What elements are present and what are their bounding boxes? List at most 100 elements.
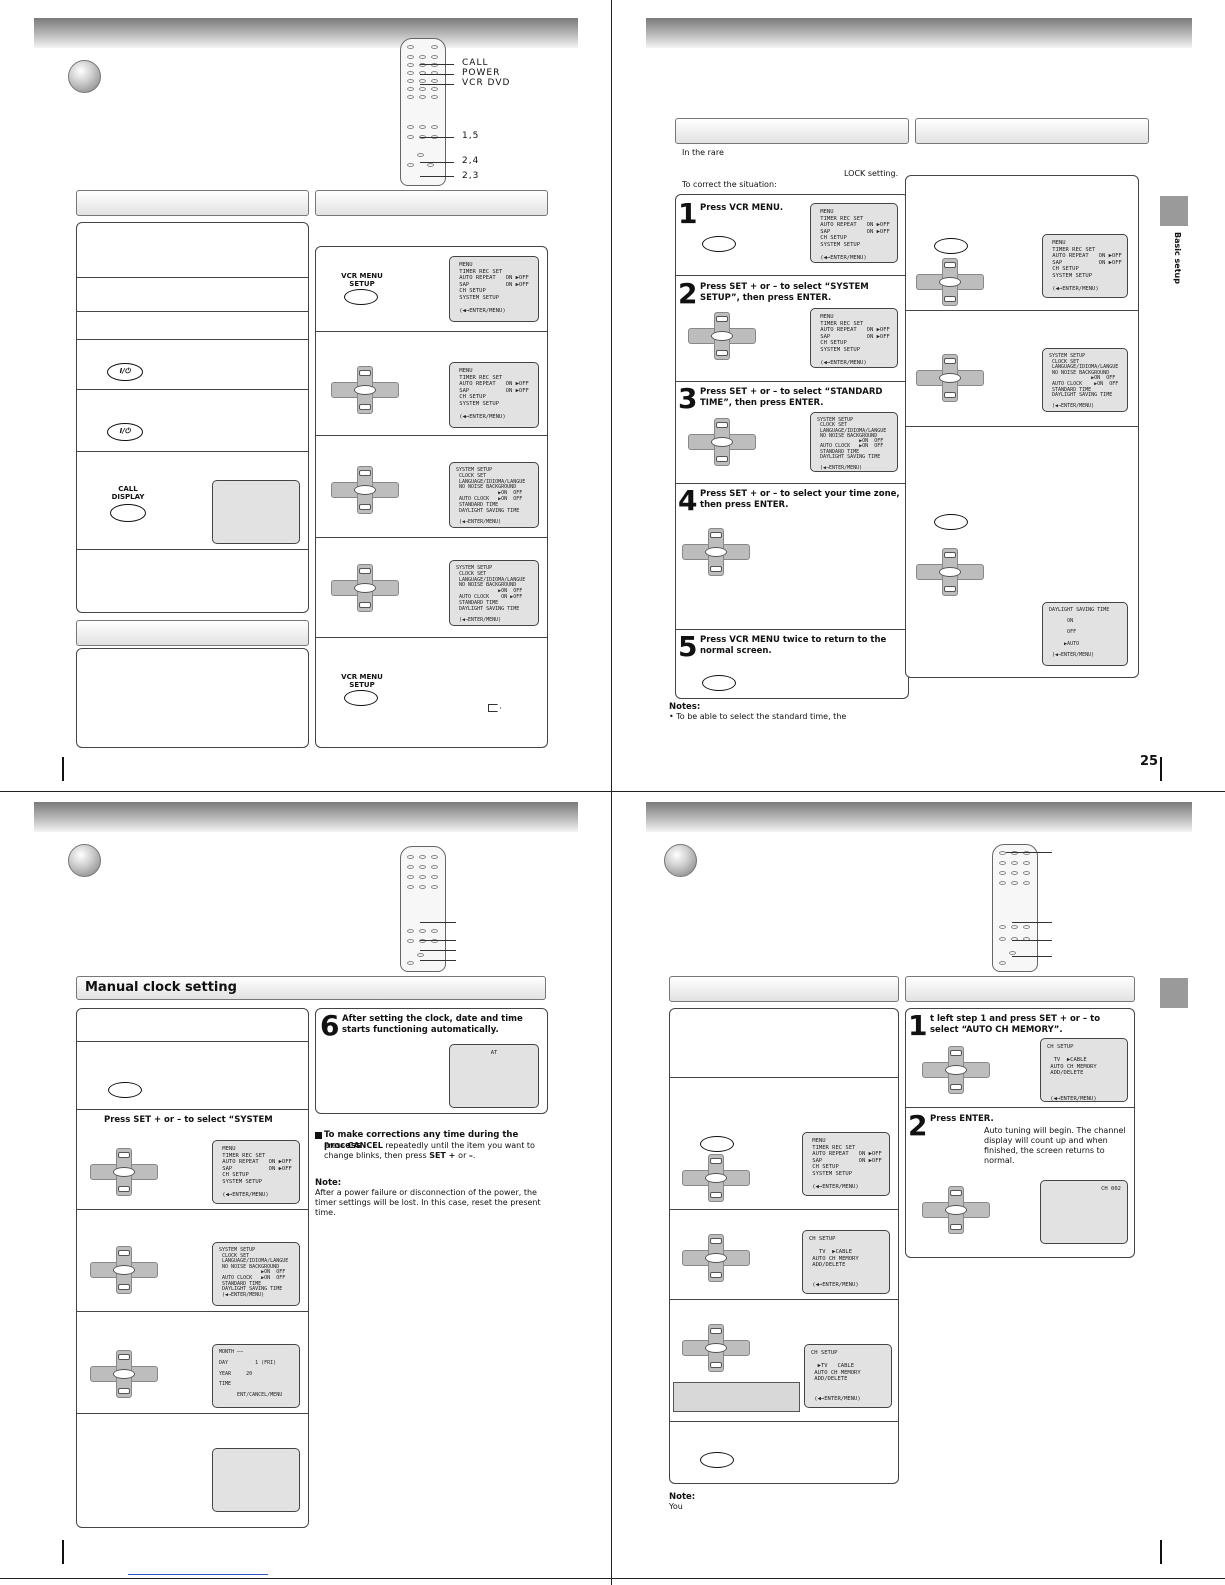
quadrant-top-left: CALL POWER VCR DVD 1,5 2,4 2,3 I/⏻ I/⏻ C… — [0, 0, 611, 791]
step-text: Auto tuning will begin. The channel disp… — [984, 1126, 1126, 1165]
callout-line — [1012, 956, 1052, 957]
section-bullet-icon — [68, 60, 101, 93]
osd-system-r2: SYSTEM SETUP CLOCK SET LANGUAGE/IDIOMA/L… — [1042, 348, 1128, 412]
page-marker — [1160, 1540, 1162, 1564]
dpad-icon[interactable] — [922, 1046, 990, 1094]
callout-line — [420, 84, 454, 85]
osd-menu: MENU TIMER REC SET AUTO REPEAT ON ▶OFF S… — [802, 1132, 890, 1196]
button-icon[interactable] — [700, 1136, 734, 1152]
callout-line — [1012, 922, 1052, 923]
dpad-icon[interactable] — [916, 548, 984, 596]
callout-line — [420, 176, 454, 177]
corrections-text: Press CANCEL repeatedly until the item y… — [324, 1141, 535, 1160]
osd-ch-number: CH 002 — [1040, 1180, 1128, 1244]
quadrant-bottom-right: MENU TIMER REC SET AUTO REPEAT ON ▶OFF S… — [612, 792, 1225, 1578]
dpad-icon[interactable] — [90, 1246, 158, 1294]
section-header-right — [315, 190, 548, 216]
dpad-icon[interactable] — [688, 418, 756, 466]
osd-system-setup-2: SYSTEM SETUP CLOCK SET LANGUAGE/IDIOMA/L… — [449, 560, 539, 626]
osd-menu-2: MENU TIMER REC SET AUTO REPEAT ON ▶OFF S… — [449, 362, 539, 428]
page-marker — [1160, 757, 1162, 781]
dpad-icon[interactable] — [688, 312, 756, 360]
header-band — [646, 18, 1192, 48]
step-number: 6 — [320, 1009, 340, 1042]
step-text: Press SET + or – to select “STANDARD TIM… — [700, 387, 883, 408]
remote-control-icon — [992, 844, 1038, 972]
notes-text: • To be able to select the standard time… — [669, 712, 847, 721]
dpad-icon[interactable] — [916, 258, 984, 306]
vcr-menu-button[interactable] — [344, 289, 378, 305]
button-icon[interactable] — [934, 514, 968, 530]
dpad-icon[interactable] — [682, 528, 750, 576]
dpad-icon[interactable] — [682, 1234, 750, 1282]
vcr-menu-setup-label: VCR MENU SETUP — [341, 272, 383, 288]
dpad-icon[interactable] — [916, 354, 984, 402]
note-title: Note: — [315, 1178, 342, 1188]
dpad-icon[interactable] — [682, 1154, 750, 1202]
remote-control-icon — [400, 38, 446, 186]
shaded-panel — [673, 1382, 800, 1412]
callout-line — [1012, 940, 1052, 941]
call-display-label: CALL DISPLAY — [111, 485, 145, 501]
vcr-menu-button-2[interactable] — [344, 690, 378, 706]
dpad-icon[interactable] — [331, 564, 399, 612]
dpad-icon[interactable] — [331, 366, 399, 414]
osd-menu: MENU TIMER REC SET AUTO REPEAT ON ▶OFF S… — [212, 1140, 300, 1204]
section-header-right — [915, 118, 1149, 144]
section-header-left — [76, 190, 309, 216]
step-text: Press SET + or – to select “SYSTEM SETUP… — [700, 282, 869, 303]
osd-menu-r1: MENU TIMER REC SET AUTO REPEAT ON ▶OFF S… — [1042, 234, 1128, 298]
step-text: Press VCR MENU twice to return to the no… — [700, 635, 887, 656]
osd-system-setup: SYSTEM SETUP CLOCK SET LANGUAGE/IDIOMA/L… — [449, 462, 539, 528]
section-header-left — [669, 976, 899, 1002]
dpad-icon[interactable] — [90, 1350, 158, 1398]
dpad-icon[interactable] — [922, 1186, 990, 1234]
power-button[interactable]: I/⏻ — [107, 363, 143, 381]
note-text: After a power failure or disconnection o… — [315, 1188, 541, 1217]
dpad-icon[interactable] — [682, 1324, 750, 1372]
osd-menu: MENU TIMER REC SET AUTO REPEAT ON ▶OFF S… — [449, 256, 539, 322]
button-icon[interactable] — [700, 1452, 734, 1468]
button-icon[interactable] — [934, 238, 968, 254]
lower-left-box — [76, 648, 309, 748]
note-text: You — [669, 1502, 683, 1511]
middle-divider — [0, 791, 1225, 792]
osd-menu: MENU TIMER REC SET AUTO REPEAT ON ▶OFF S… — [810, 203, 898, 263]
osd-system-setup: SYSTEM SETUP CLOCK SET LANGUAGE/IDIOMA/L… — [212, 1242, 300, 1306]
osd-clock-set: MONTH —— DAY 1 (FRI) YEAR 20 TIME ENT/CA… — [212, 1344, 300, 1408]
callout-line — [420, 137, 454, 138]
dpad-icon[interactable] — [331, 466, 399, 514]
note-title: Note: — [669, 1492, 696, 1502]
callout-2-4: 2,4 — [462, 156, 480, 166]
vcr-menu-button-2[interactable] — [702, 675, 736, 691]
osd-system-setup: SYSTEM SETUP CLOCK SET LANGUAGE/IDIOMA/L… — [810, 412, 898, 472]
dpad-icon[interactable] — [90, 1148, 158, 1196]
quadrant-bottom-left: Manual clock setting Press SET + or – to… — [0, 792, 611, 1578]
step-number: 1 — [678, 197, 698, 230]
power-button-2[interactable]: I/⏻ — [107, 423, 143, 441]
notes-title: Notes: — [669, 702, 701, 712]
remote-control-icon — [400, 846, 446, 972]
step-number: 5 — [678, 630, 698, 663]
callout-line — [420, 950, 456, 951]
section-bullet-icon — [664, 844, 697, 877]
page-number: 25 — [1140, 754, 1159, 769]
section-title: Manual clock setting — [85, 980, 237, 995]
display-screen — [212, 480, 300, 544]
button-icon[interactable] — [108, 1082, 142, 1098]
step-number: 4 — [678, 484, 698, 517]
intro-text-1: In the rare — [682, 148, 724, 157]
step-number: 2 — [678, 277, 698, 310]
page-marker — [62, 757, 64, 781]
vcr-menu-button[interactable] — [702, 236, 736, 252]
vcr-menu-setup-label-2: VCR MENU SETUP — [341, 673, 383, 689]
callout-line — [420, 960, 456, 961]
call-display-button[interactable] — [110, 504, 146, 522]
section-header-left — [675, 118, 909, 144]
intro-text-3: To correct the situation: — [682, 180, 777, 189]
step-number: 2 — [908, 1109, 928, 1142]
step-text: Press SET + or – to select your time zon… — [700, 489, 900, 510]
step-text: Press VCR MENU. — [700, 203, 784, 213]
bullet-square-icon — [315, 1132, 322, 1139]
basic-setup-tab — [1160, 978, 1188, 1008]
